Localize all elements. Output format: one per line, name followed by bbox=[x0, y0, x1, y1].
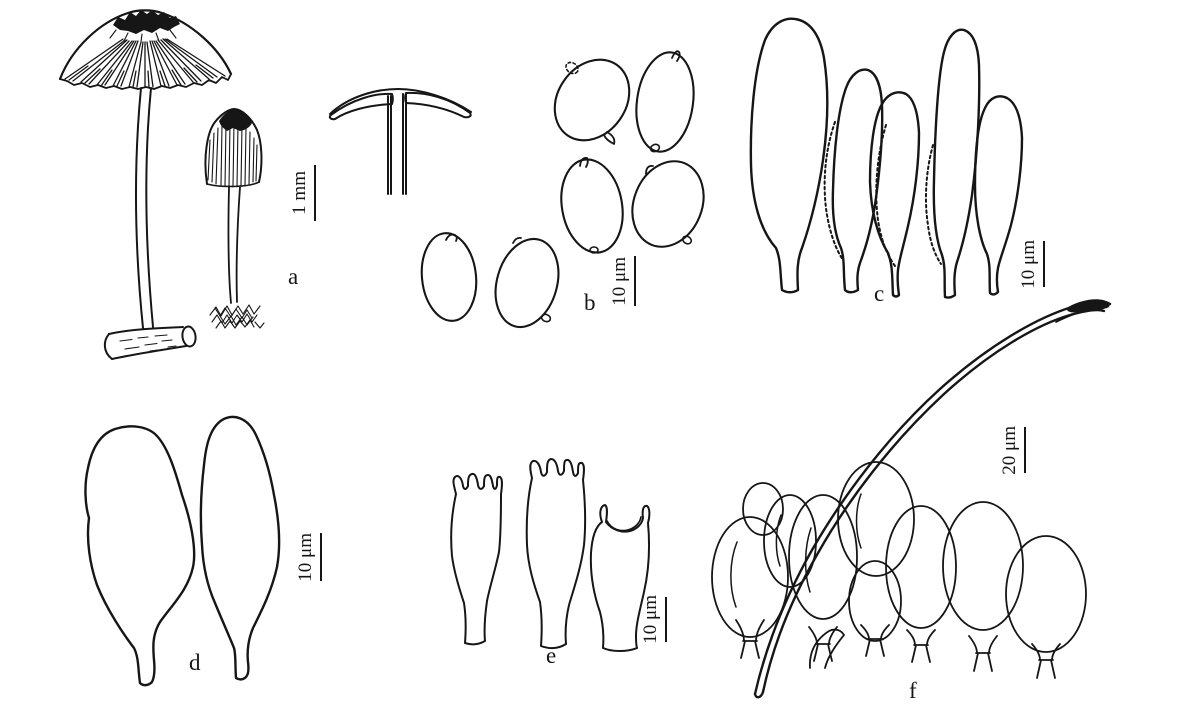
scalebar-c: 10 μm bbox=[1018, 239, 1046, 289]
panel-label-f: f bbox=[909, 678, 917, 703]
panel-b-spores bbox=[420, 50, 705, 329]
scalebar-line-b bbox=[634, 256, 637, 306]
panel-label-e: e bbox=[546, 643, 557, 668]
pleurocystidium-cell bbox=[84, 425, 196, 687]
cap-striations bbox=[64, 38, 226, 88]
cystidium-cell bbox=[973, 95, 1024, 296]
mushroom-large bbox=[58, 9, 233, 329]
cystidium-cell bbox=[831, 68, 884, 294]
basidium bbox=[525, 458, 587, 650]
scalebar-line-d bbox=[320, 533, 323, 581]
spore bbox=[635, 50, 695, 153]
spore bbox=[494, 236, 560, 329]
scalebar-text-c: 10 μm bbox=[1018, 239, 1039, 289]
cell-fold-lines bbox=[730, 493, 862, 608]
panel-label-b: b bbox=[584, 290, 596, 315]
scalebar-text-e: 10 μm bbox=[640, 595, 661, 644]
basidium bbox=[589, 504, 651, 652]
scalebar-a: 1 mm bbox=[289, 165, 317, 221]
scalebar-line-c bbox=[1043, 241, 1046, 287]
spore bbox=[631, 160, 705, 248]
scalebar-f: 20 μm bbox=[999, 425, 1027, 475]
panel-e-basidia bbox=[450, 458, 651, 652]
panel-label-c: c bbox=[874, 281, 885, 306]
panel-label-d: d bbox=[189, 650, 201, 675]
twig-hatching bbox=[119, 334, 177, 356]
scalebar-text-b: 10 μm bbox=[609, 256, 630, 306]
seta-hair bbox=[753, 299, 1112, 699]
substrate-twig bbox=[103, 325, 197, 360]
scalebar-b: 10 μm bbox=[609, 256, 637, 306]
pileipellis-cell bbox=[711, 516, 789, 638]
cystidium-cell bbox=[749, 17, 829, 294]
scalebar-line-a bbox=[314, 165, 317, 221]
small-cap-striations bbox=[207, 121, 258, 188]
scalebar-text-a: 1 mm bbox=[289, 171, 310, 215]
cystidium-cell bbox=[932, 28, 981, 299]
pileipellis-cell bbox=[942, 501, 1024, 631]
cystidium-cell bbox=[868, 91, 921, 298]
scalebar-e: 10 μm bbox=[640, 595, 668, 644]
spore bbox=[420, 232, 478, 322]
pileipellis-cell bbox=[788, 494, 858, 620]
pileipellis-cell bbox=[885, 505, 957, 629]
overlap-dotted-lines bbox=[823, 121, 942, 267]
pileipellis-cell bbox=[848, 560, 902, 642]
spore bbox=[553, 58, 631, 145]
scalebar-line-e bbox=[665, 597, 668, 642]
panel-label-a: a bbox=[288, 264, 299, 289]
basidium bbox=[450, 472, 503, 646]
panel-f-pileipellis bbox=[711, 299, 1112, 699]
spore bbox=[560, 157, 624, 254]
pileipellis-cell bbox=[742, 482, 784, 536]
cell-stalks bbox=[735, 619, 1061, 679]
cap-section-drawing bbox=[328, 88, 472, 195]
pileipellis-cell bbox=[1005, 535, 1087, 653]
panel-c-cheilocystidia bbox=[749, 17, 1024, 299]
scalebar-d: 10 μm bbox=[295, 532, 323, 582]
scalebar-line-f bbox=[1024, 427, 1027, 473]
panel-d-pleurocystidia bbox=[84, 415, 281, 687]
scalebar-text-d: 10 μm bbox=[295, 532, 316, 582]
panel-a-drawing bbox=[58, 9, 472, 360]
scalebar-text-f: 20 μm bbox=[999, 425, 1020, 475]
substrate-moss bbox=[209, 304, 265, 329]
mushroom-small bbox=[204, 108, 263, 304]
pleurocystidium-cell bbox=[199, 415, 281, 681]
